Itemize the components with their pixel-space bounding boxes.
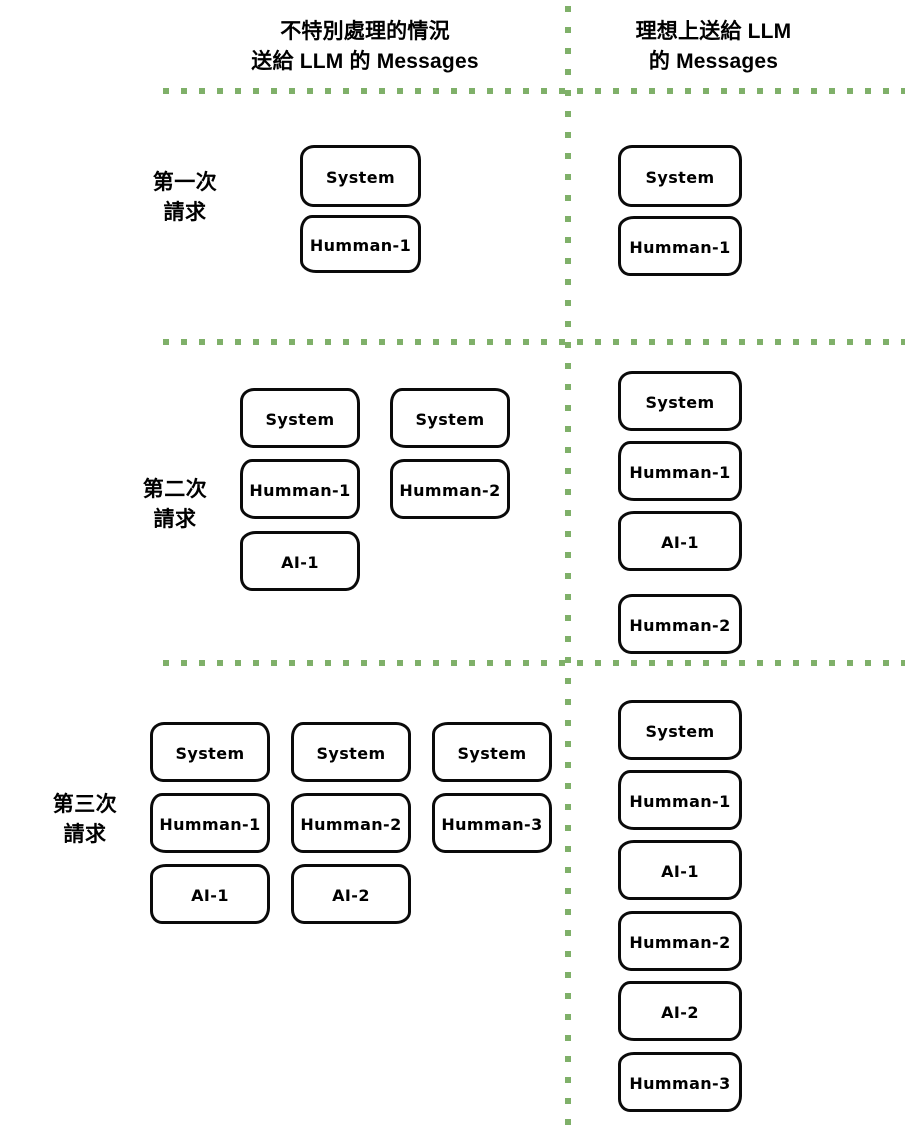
message-box-system: System (390, 388, 510, 448)
divider-horizontal-top (163, 88, 905, 94)
column-header-left: 不特別處理的情況 送給 LLM 的 Messages (251, 20, 479, 73)
column-header-right: 理想上送給 LLM 的 Messages (635, 20, 792, 73)
message-box-system: System (432, 722, 552, 782)
divider-horizontal-row1-row2 (163, 339, 905, 345)
message-box-ai: AI-1 (150, 864, 270, 924)
message-box-system: System (291, 722, 411, 782)
message-box-human: Humman-1 (618, 770, 742, 830)
message-box-label: Humman-3 (441, 814, 543, 834)
message-box-label: Humman-1 (249, 480, 351, 500)
message-box-human: Humman-3 (618, 1052, 742, 1112)
message-box-human: Humman-2 (291, 793, 411, 853)
message-box-label: AI-1 (661, 861, 699, 881)
message-box-label: Humman-1 (159, 814, 261, 834)
message-box-label: Humman-2 (629, 615, 731, 635)
message-box-human: Humman-2 (618, 911, 742, 971)
message-box-label: System (316, 743, 386, 763)
message-box-ai: AI-2 (618, 981, 742, 1041)
message-box-system: System (618, 700, 742, 760)
message-box-label: Humman-2 (399, 480, 501, 500)
message-box-system: System (618, 371, 742, 431)
message-box-ai: AI-2 (291, 864, 411, 924)
message-box-label: Humman-2 (629, 932, 731, 952)
message-box-human: Humman-1 (618, 441, 742, 501)
message-box-ai: AI-1 (618, 840, 742, 900)
message-box-label: System (645, 721, 715, 741)
divider-vertical-columns (565, 6, 571, 1130)
message-box-label: Humman-1 (629, 791, 731, 811)
message-box-label: Humman-1 (629, 462, 731, 482)
message-box-label: AI-2 (332, 885, 370, 905)
row-label-request-2: 第二次 請求 (142, 478, 208, 531)
message-box-ai: AI-1 (240, 531, 360, 591)
divider-horizontal-row2-row3 (163, 660, 905, 666)
message-box-ai: AI-1 (618, 511, 742, 571)
message-box-label: Humman-3 (629, 1073, 731, 1093)
message-box-label: System (415, 409, 485, 429)
message-box-system: System (240, 388, 360, 448)
message-box-system: System (150, 722, 270, 782)
message-box-label: System (457, 743, 527, 763)
message-box-human: Humman-1 (618, 216, 742, 276)
message-box-label: System (175, 743, 245, 763)
message-box-system: System (300, 145, 421, 207)
message-box-human: Humman-3 (432, 793, 552, 853)
message-box-human: Humman-1 (300, 215, 421, 273)
message-box-human: Humman-2 (618, 594, 742, 654)
message-box-label: Humman-1 (629, 237, 731, 257)
message-box-label: AI-2 (661, 1002, 699, 1022)
message-box-label: AI-1 (191, 885, 229, 905)
message-box-label: Humman-2 (300, 814, 402, 834)
message-box-label: Humman-1 (309, 235, 412, 255)
message-box-system: System (618, 145, 742, 207)
message-box-label: AI-1 (661, 532, 699, 552)
message-box-label: System (265, 409, 335, 429)
message-box-human: Humman-2 (390, 459, 510, 519)
message-box-human: Humman-1 (150, 793, 270, 853)
message-box-human: Humman-1 (240, 459, 360, 519)
message-box-label: System (645, 167, 715, 187)
message-box-label: AI-1 (281, 552, 319, 572)
row-label-request-1: 第一次 請求 (152, 171, 218, 224)
message-box-label: System (645, 392, 715, 412)
row-label-request-3: 第三次 請求 (52, 793, 118, 846)
message-box-label: System (325, 167, 396, 187)
